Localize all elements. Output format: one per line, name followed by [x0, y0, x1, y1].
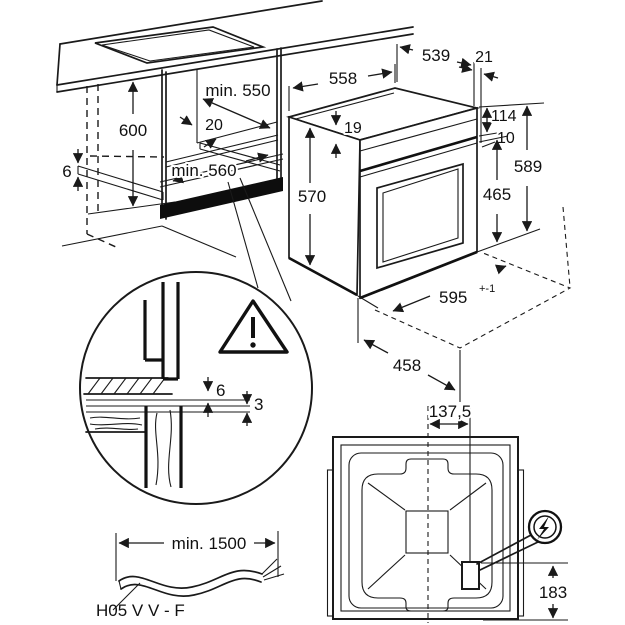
- dimension-min-560: min. 560: [169, 152, 269, 184]
- dim-20-label: 20: [205, 117, 223, 134]
- cabinet-niche-view: 600 6 min. 550 20 min. 560: [56, 0, 414, 302]
- dimension-114: 114: [478, 102, 545, 137]
- dimension-539: 539: [396, 44, 475, 106]
- cable-type-label: H05 V V - F: [96, 601, 185, 620]
- dimension-detail-6: 6: [202, 377, 225, 417]
- dimension-595: 595 +-1: [392, 264, 507, 313]
- dim-589-label: 589: [514, 157, 542, 176]
- detail-6-label: 6: [216, 381, 225, 400]
- dim-6-label: 6: [62, 162, 71, 181]
- dimension-183: 183: [481, 562, 569, 621]
- worktop-section: [83, 377, 173, 395]
- oven-frame-section: [143, 282, 180, 381]
- detail-leader: [227, 177, 292, 302]
- dim-min1500-label: min. 1500: [172, 534, 247, 553]
- dimension-570: 570: [296, 127, 328, 266]
- dim-570-label: 570: [298, 187, 326, 206]
- dimension-600: 600: [117, 81, 149, 207]
- dim-539-label: 539: [422, 46, 450, 65]
- dimension-min-550: min. 550: [202, 79, 273, 129]
- rear-panel: [348, 452, 504, 609]
- rear-center-plate: [405, 510, 449, 554]
- dimension-19: 19: [330, 111, 364, 158]
- dimension-137-5: 137,5: [427, 400, 473, 430]
- dim-458-label: 458: [393, 356, 421, 375]
- dim-19-label: 19: [344, 120, 362, 137]
- dim-114-label: 114: [491, 108, 517, 125]
- dimension-min-1500: min. 1500: [118, 534, 276, 553]
- dimension-458: 458: [357, 298, 461, 402]
- warning-icon: [218, 299, 289, 354]
- dimension-6-front: 6: [62, 149, 84, 191]
- plinth-strip: [160, 177, 283, 219]
- dim-10-label: 10: [497, 130, 515, 147]
- dim-595-label: 595: [439, 288, 467, 307]
- dimension-21: 21: [458, 47, 499, 143]
- oven-door-window: [376, 162, 464, 270]
- dimension-589: 589: [476, 105, 544, 253]
- dim-21-label: 21: [475, 49, 493, 66]
- dim-595-tolerance: +-1: [479, 283, 495, 295]
- oven-perspective-view: 558 539 21 19 570 114: [286, 44, 572, 402]
- oven-body: [286, 87, 481, 300]
- rear-embossed-panel: [361, 458, 493, 612]
- dim-558-label: 558: [329, 69, 357, 88]
- power-cable-view: min. 1500 H05 V V - F: [96, 531, 285, 620]
- dimension-465: 465: [478, 135, 513, 243]
- dim-min560-label: min. 560: [171, 161, 236, 180]
- detail-3-label: 3: [254, 395, 263, 414]
- dimension-20: 20: [179, 115, 225, 149]
- cabinet-wood-section: [85, 406, 183, 488]
- dimension-558: 558: [288, 64, 396, 111]
- dimension-detail-3: 3: [241, 391, 263, 426]
- hob-cutout: [94, 26, 267, 64]
- cable-drawing: [118, 558, 285, 597]
- lightning-bolt-icon: [537, 516, 549, 540]
- dim-min550-label: min. 550: [205, 81, 270, 100]
- dim-183-label: 183: [539, 583, 567, 602]
- worktop: [56, 0, 414, 93]
- dim-465-label: 465: [483, 185, 511, 204]
- dim-600-label: 600: [119, 121, 147, 140]
- oven-rear-view: 137,5 183: [326, 400, 569, 623]
- dim-137-5-label: 137,5: [429, 402, 472, 421]
- rear-outer-frame: [332, 436, 519, 620]
- installation-detail-view: 6 3: [79, 271, 313, 505]
- detail-circle: [79, 271, 313, 505]
- floor-projection: [357, 206, 572, 349]
- electrical-connection-icon: [476, 509, 563, 571]
- connection-box: [461, 561, 480, 590]
